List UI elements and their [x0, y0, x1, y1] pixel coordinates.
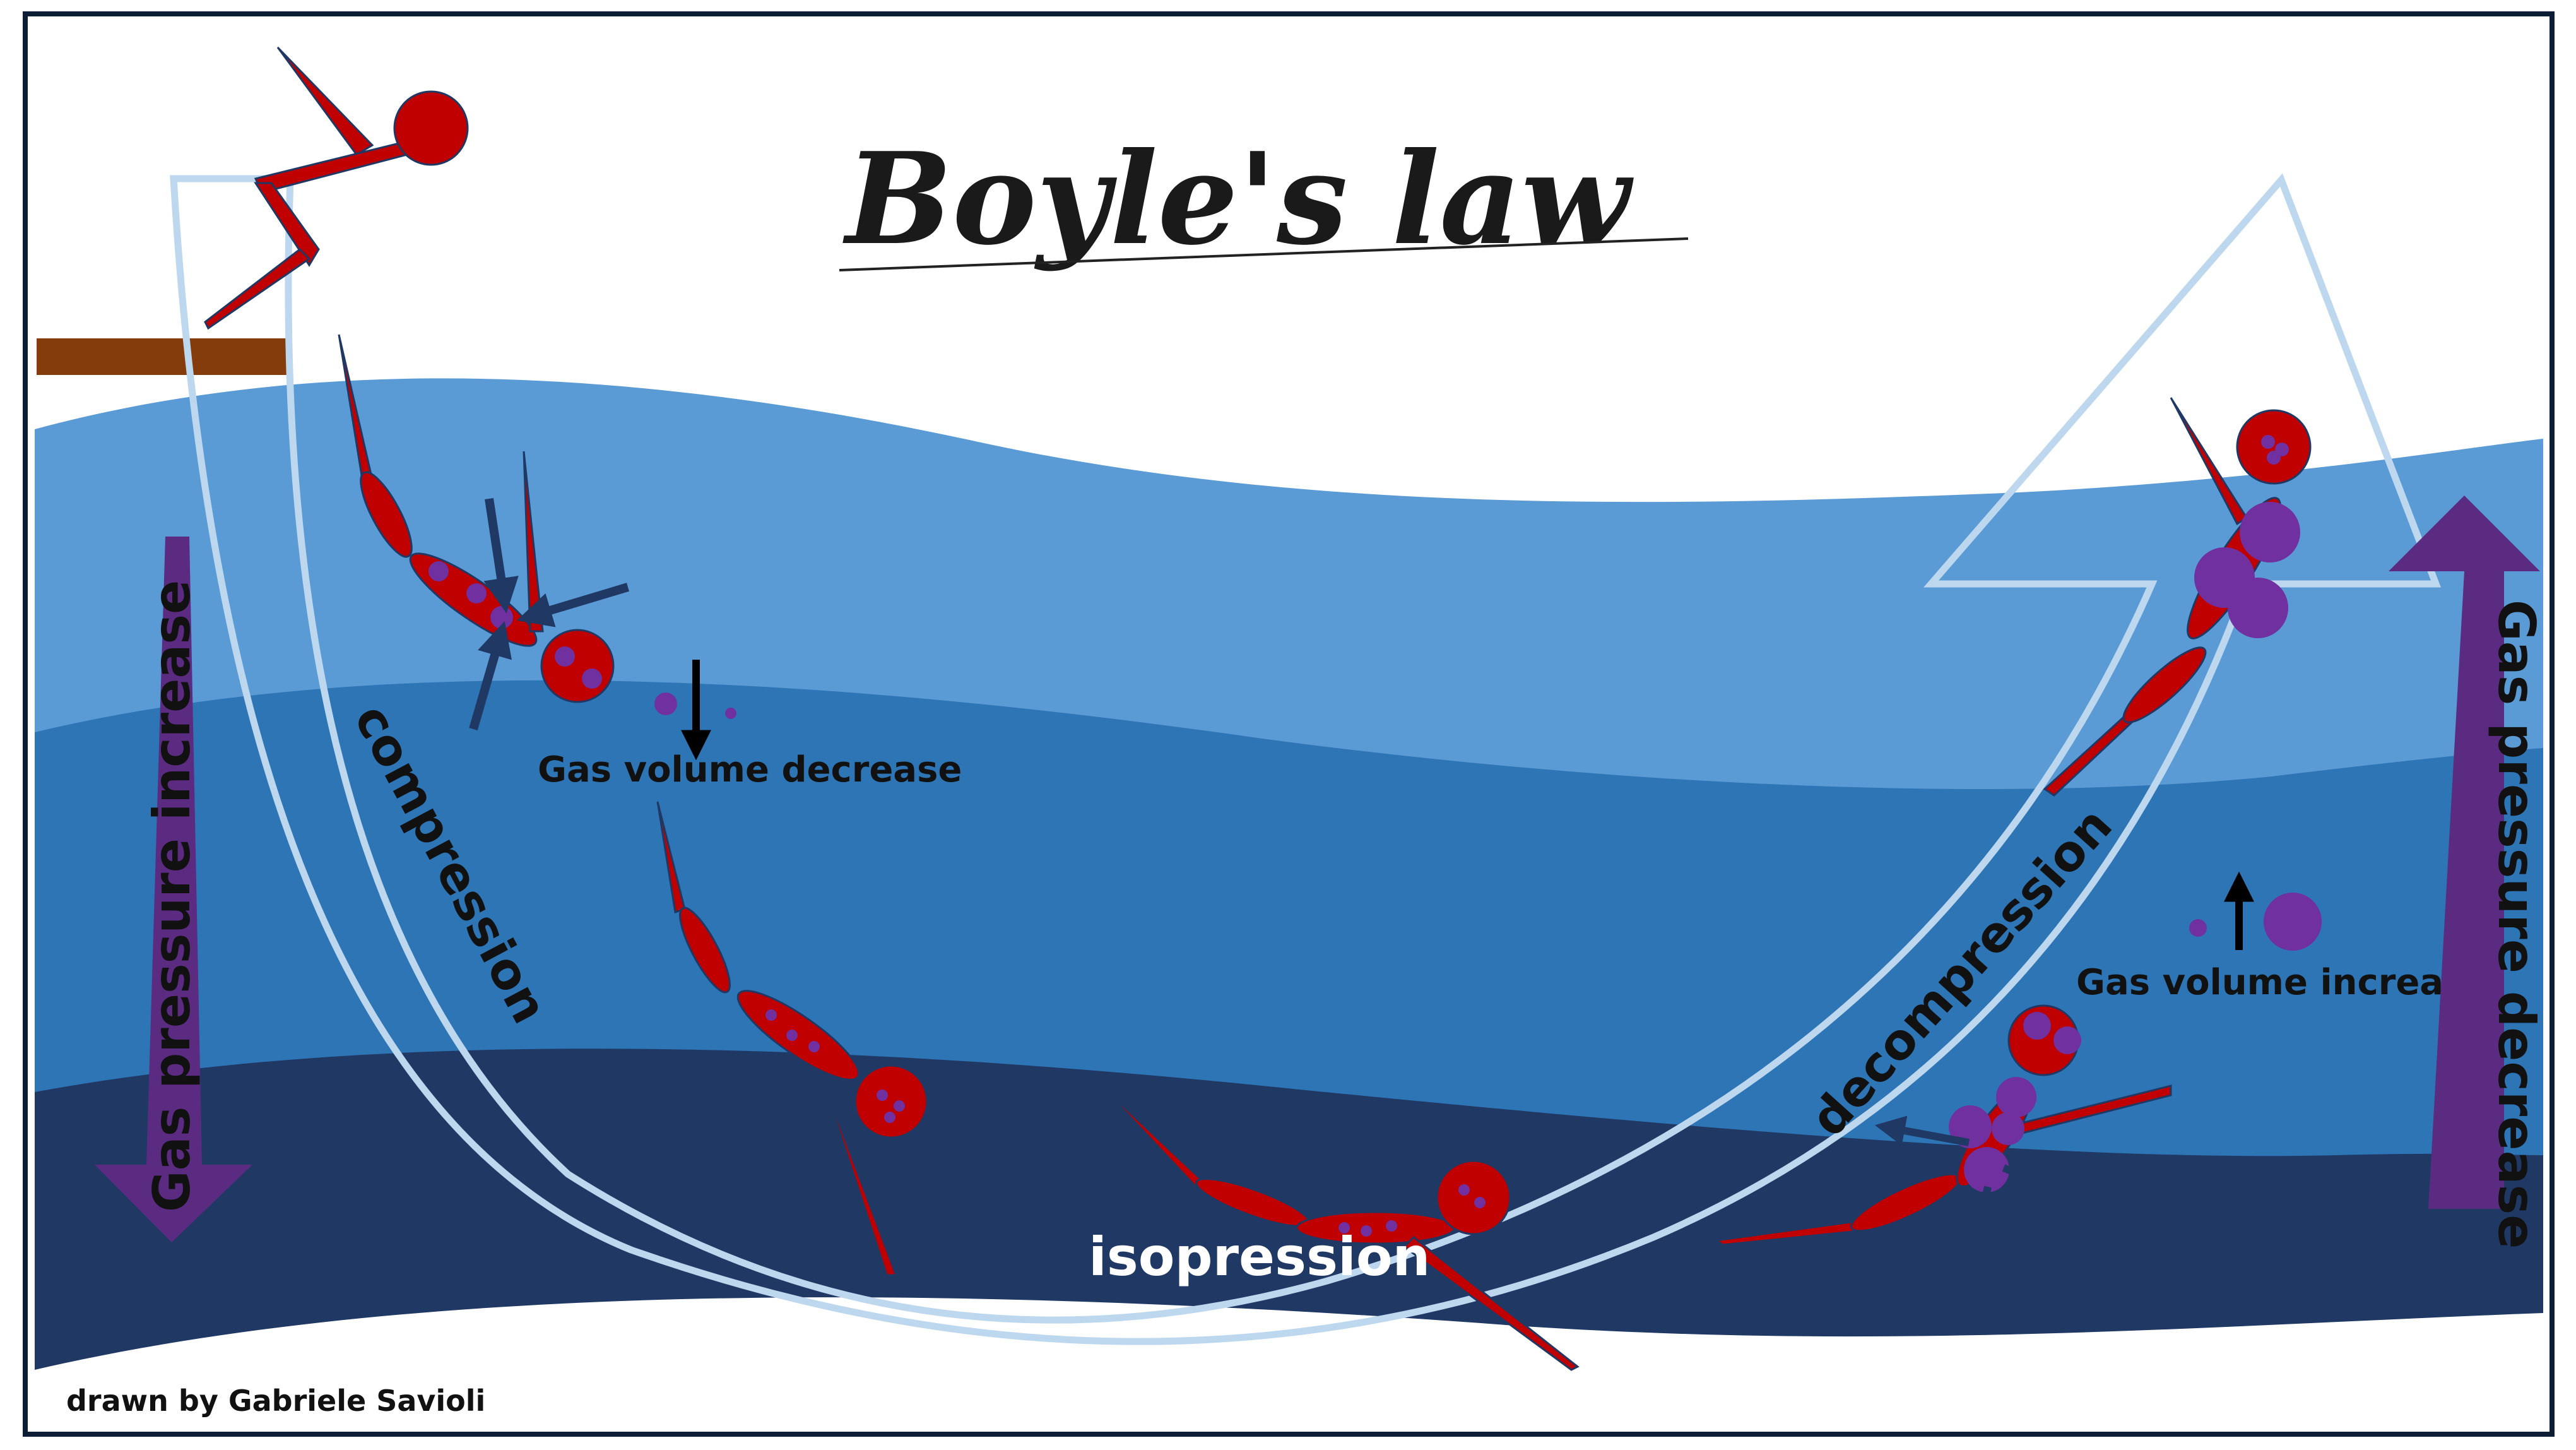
gas-bubble-icon [466, 583, 487, 603]
gas-bubble-icon [1474, 1197, 1486, 1208]
force-arrow-icon [1874, 1115, 2079, 1263]
gas-volume-decrease-label: Gas volume decrease [538, 749, 962, 790]
gas-bubble-icon [2228, 578, 2288, 638]
gas-bubble-icon [1458, 1184, 1470, 1196]
pressure-arrow-icon [2389, 496, 2540, 1209]
gas-bubble-icon [1964, 1147, 2009, 1192]
diving-board [37, 338, 292, 375]
diver-figure [2043, 397, 2312, 797]
gas-bubble-icon [582, 669, 602, 689]
gas-bubble-icon [2240, 502, 2300, 562]
diver-figure [656, 801, 928, 1276]
gas-bubble-icon [2023, 1012, 2051, 1040]
gas-bubble-icon [1338, 1222, 1350, 1233]
gas-bubble-icon [894, 1100, 905, 1112]
gas-bubble-icon [2264, 893, 2322, 951]
gas-bubble-icon [490, 606, 513, 629]
gas-pressure-increase-label: Gas pressure increase [143, 580, 201, 1212]
credit-text: drawn by Gabriele Savioli [66, 1384, 485, 1418]
gas-pressure-decrease-label: Gas pressure decrease [2487, 600, 2546, 1249]
gas-bubble-icon [1361, 1225, 1372, 1237]
gas-bubble-icon [1996, 1077, 2036, 1117]
gas-bubble-icon [2189, 919, 2207, 937]
gas-bubble-icon [2261, 435, 2275, 449]
gas-bubble-icon [428, 561, 449, 581]
gas-bubble-icon [884, 1112, 895, 1123]
gas-bubble-icon [808, 1041, 820, 1052]
diver-figure [1714, 1004, 2172, 1246]
page-title: Boyle's law [842, 125, 1634, 273]
gas-bubble-icon [725, 708, 736, 719]
diver-figure [1097, 1081, 1580, 1371]
gas-bubble-icon [765, 1009, 777, 1021]
gas-bubble-icon [2053, 1026, 2081, 1054]
gas-bubble-icon [1992, 1112, 2024, 1145]
isopression-label: isopression [1089, 1226, 1430, 1288]
gas-bubble-icon [555, 646, 575, 667]
gas-bubble-icon [2267, 451, 2281, 465]
gas-bubble-icon [786, 1030, 798, 1041]
gas-bubble-icon [654, 692, 677, 715]
frame-border [23, 11, 2555, 1437]
gas-bubble-icon [877, 1090, 888, 1101]
title-underline [839, 237, 1689, 271]
gas-volume-increase-label: Gas volume increase [2076, 962, 2488, 1003]
water-bottom-foam [35, 1297, 2543, 1433]
gas-bubble-icon [1386, 1220, 1397, 1232]
diver-figure [204, 46, 469, 330]
pressure-arrow-icon [95, 537, 252, 1242]
force-arrow-icon [469, 497, 630, 730]
